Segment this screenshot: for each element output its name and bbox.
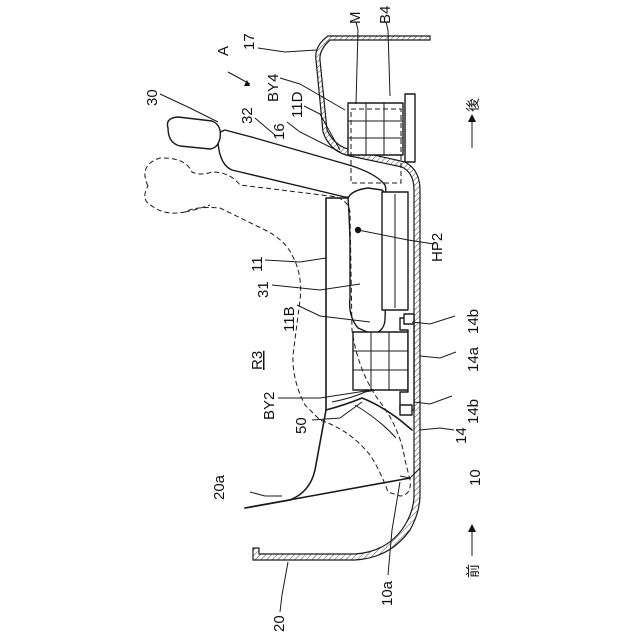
label-20: 20 xyxy=(271,615,288,632)
label-17: 17 xyxy=(241,33,258,50)
battery-BY2 xyxy=(353,332,408,390)
label-11B: 11B xyxy=(281,306,298,332)
battery-BY4 xyxy=(348,103,403,155)
front-wall-20a xyxy=(245,498,300,508)
front-arrow xyxy=(468,524,476,556)
bracket-14b-bottom xyxy=(400,405,412,415)
label-30: 30 xyxy=(144,89,161,106)
label-50: 50 xyxy=(293,417,310,434)
label-11D: 11D xyxy=(289,91,306,118)
label-16: 16 xyxy=(271,123,288,140)
figure-labels: A M B4 17 BY4 11D 30 32 16 HP2 11 31 11B… xyxy=(144,6,484,632)
label-10a: 10a xyxy=(379,580,396,606)
label-front: 前 xyxy=(465,564,482,578)
front-lower-arc xyxy=(355,405,396,438)
label-14b-top: 14b xyxy=(465,309,482,334)
label-20a: 20a xyxy=(211,474,228,500)
label-BY2: BY2 xyxy=(261,392,278,420)
rear-arrow xyxy=(468,114,476,148)
label-M: M xyxy=(347,12,364,25)
label-rear: 後 xyxy=(466,98,482,112)
headrest-30 xyxy=(167,117,220,149)
cushion-50 xyxy=(332,390,376,402)
floor-inner-line xyxy=(300,478,410,498)
label-BY4: BY4 xyxy=(265,74,282,102)
label-14: 14 xyxy=(453,427,470,444)
bracket-B4 xyxy=(405,94,415,162)
label-14b-bottom: 14b xyxy=(465,399,482,424)
label-B4: B4 xyxy=(377,6,394,24)
label-R3: R3 xyxy=(249,351,266,370)
label-HP2: HP2 xyxy=(429,233,446,262)
label-11: 11 xyxy=(249,256,266,272)
label-10: 10 xyxy=(467,469,484,486)
label-14a: 14a xyxy=(465,346,482,372)
hip-point-dot xyxy=(355,227,361,233)
label-A: A xyxy=(215,46,232,56)
label-31: 31 xyxy=(255,281,272,298)
label-32: 32 xyxy=(239,107,256,124)
